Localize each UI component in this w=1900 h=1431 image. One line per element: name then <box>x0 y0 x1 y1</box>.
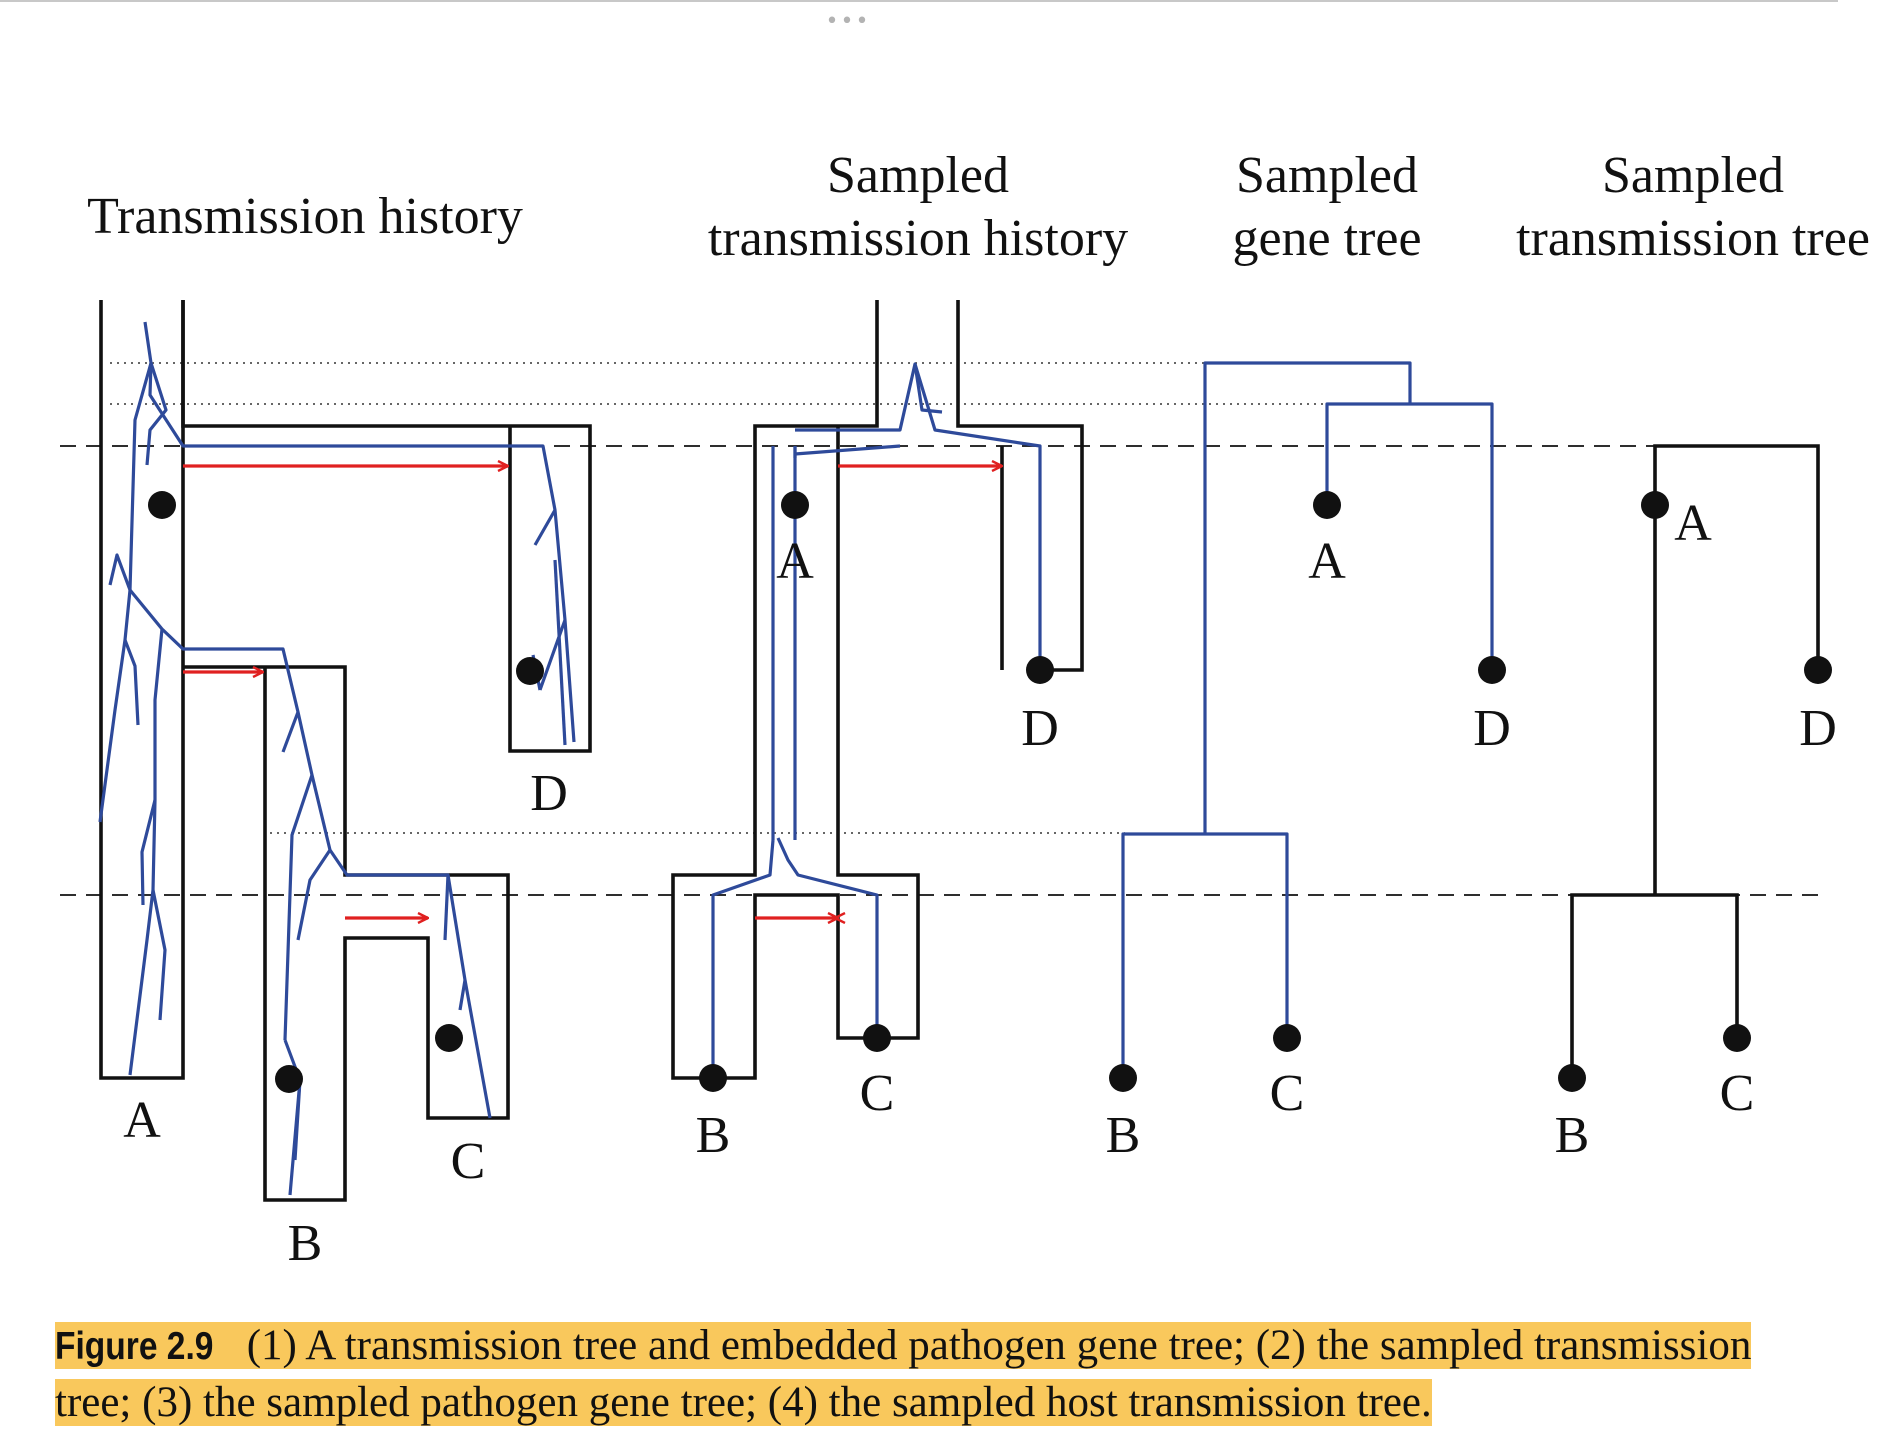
host-label-d: D <box>530 765 568 822</box>
sample-point-sampled-d <box>1026 656 1054 684</box>
figure-number: Figure 2.9 <box>55 1325 214 1368</box>
more-options-icon[interactable]: ••• <box>825 9 871 34</box>
panel-title-transmission-history: Transmission history <box>87 188 523 245</box>
transmission-tip-c <box>1723 1024 1751 1052</box>
sample-point-sampled-c <box>863 1024 891 1052</box>
transmission-label-a: A <box>1674 495 1712 552</box>
top-divider <box>0 0 1838 2</box>
figure-2-9: Transmission history Sampled transmissio… <box>60 147 1870 1272</box>
transmission-label-d: D <box>1799 700 1837 757</box>
gene-tree-bc-clade <box>1121 832 1289 1078</box>
transmission-tip-a <box>1641 491 1669 519</box>
sample-point-d <box>516 657 544 685</box>
gene-label-c: C <box>1270 1065 1305 1122</box>
reference-lines <box>60 362 1818 896</box>
panel-sampled-transmission-tree: A D B C <box>1555 444 1837 1164</box>
gene-tree-ad-clade <box>1325 402 1494 670</box>
panel-title-sampled-transmission-history-line1: Sampled <box>827 147 1009 204</box>
gene-tip-b <box>1109 1064 1137 1092</box>
panel-title-sampled-transmission-history-line2: transmission history <box>708 210 1128 267</box>
host-label-a: A <box>123 1092 161 1149</box>
panel-sampled-gene-tree: A D B C <box>1106 361 1511 1164</box>
transmission-tip-d <box>1804 656 1832 684</box>
sample-point-sampled-b <box>699 1064 727 1092</box>
transmission-label-c: C <box>1720 1065 1755 1122</box>
gene-tip-c <box>1273 1024 1301 1052</box>
host-label-sampled-b: B <box>696 1107 731 1164</box>
embedded-gene-tree-sampled <box>711 362 1042 1078</box>
host-outline-d <box>181 300 592 753</box>
transmission-tree-bc <box>1570 893 1739 1078</box>
gene-tip-d <box>1478 656 1506 684</box>
sample-point-sampled-a <box>781 491 809 519</box>
transmission-tree-a-to-d <box>1653 444 1820 670</box>
host-label-c: C <box>451 1133 486 1190</box>
caption-text: (1) A transmission tree and embedded pat… <box>55 1322 1752 1426</box>
panel-title-sampled-gene-tree-line2: gene tree <box>1232 210 1421 267</box>
embedded-gene-tree <box>98 321 576 1196</box>
figure-caption: Figure 2.9 (1) A transmission tree and e… <box>55 1318 1835 1431</box>
host-label-sampled-a: A <box>776 533 814 590</box>
panel-sampled-transmission-history: A D B C <box>671 300 1084 1164</box>
panel-transmission-history: A D B C <box>98 300 592 1272</box>
gene-label-b: B <box>1106 1107 1141 1164</box>
panel-title-sampled-transmission-tree-line1: Sampled <box>1602 147 1784 204</box>
panel-title-sampled-gene-tree-line1: Sampled <box>1236 147 1418 204</box>
sample-point-a <box>148 491 176 519</box>
gene-label-d: D <box>1473 700 1511 757</box>
host-label-sampled-c: C <box>860 1065 895 1122</box>
host-outline-abc <box>99 300 510 1202</box>
host-label-b: B <box>288 1215 323 1272</box>
transmission-label-b: B <box>1555 1107 1590 1164</box>
panel-title-sampled-transmission-tree-line2: transmission tree <box>1516 210 1870 267</box>
gene-label-a: A <box>1308 533 1346 590</box>
sample-point-b <box>275 1065 303 1093</box>
host-label-sampled-d: D <box>1021 700 1059 757</box>
host-outline-sampled-d <box>956 300 1084 672</box>
gene-tip-a <box>1313 491 1341 519</box>
gene-tree-root-branch <box>1203 361 1412 834</box>
host-outline-sampled-abc <box>671 300 920 1080</box>
transmission-tip-b <box>1558 1064 1586 1092</box>
sample-point-c <box>435 1024 463 1052</box>
